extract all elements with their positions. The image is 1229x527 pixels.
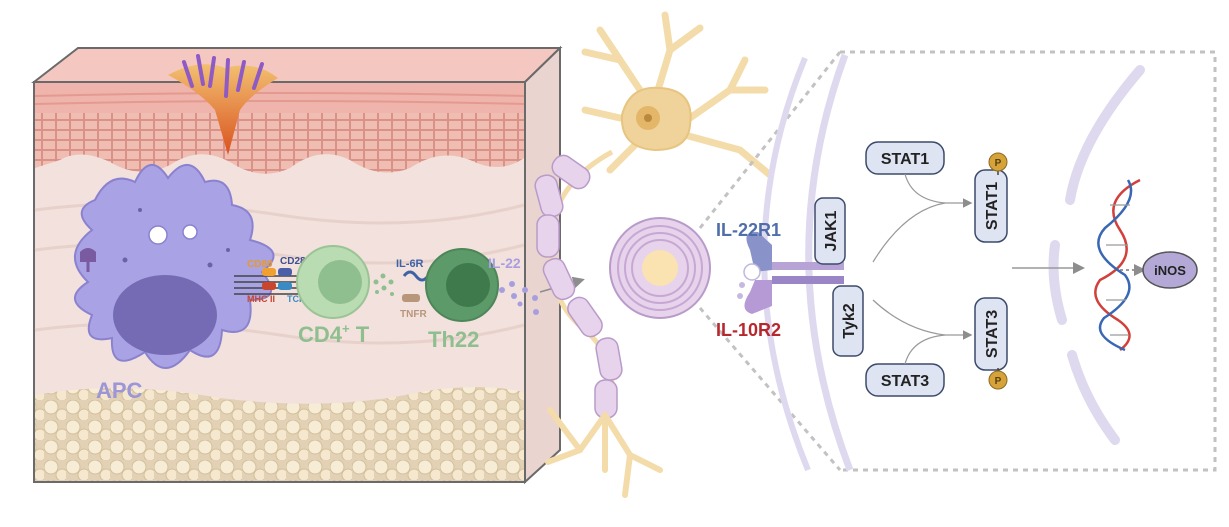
il10r2-label: IL-10R2	[716, 320, 781, 340]
cd28-label: CD28	[280, 256, 306, 267]
stat3-inactive-label: STAT3	[881, 373, 929, 390]
mhc-ii-label: MHC II	[247, 294, 275, 304]
stat1-inactive-box: STAT1	[865, 141, 945, 175]
cytokine-dots	[373, 273, 394, 296]
synapse-molecules	[234, 268, 300, 295]
tnfr-receptor-icon	[402, 294, 420, 302]
stat1-phospho-icon: P	[988, 152, 1008, 175]
stat1-inactive-label: STAT1	[881, 151, 929, 168]
il6r-label: IL-6R	[396, 258, 424, 270]
jak1-box: JAK1	[814, 197, 846, 265]
stat3-active-box: STAT3	[974, 297, 1008, 371]
cd4-t-cell	[296, 245, 370, 319]
il22-dots	[499, 281, 539, 315]
il6r-receptor-icon	[402, 270, 430, 282]
tnfr-label: TNFR	[400, 309, 427, 320]
cd4-t-label-suffix: T	[350, 322, 370, 347]
tcr-label: TCR	[287, 294, 306, 304]
stat3-inactive-box: STAT3	[865, 363, 945, 397]
stat1-active-box: STAT1	[974, 169, 1008, 243]
myelin-cross-section	[609, 217, 711, 319]
stat3-activation-arrow	[872, 299, 973, 365]
cd4-t-label-main: CD4	[298, 322, 343, 347]
stat1-phospho-label: P	[995, 158, 1002, 169]
dna-helix-icon	[1094, 178, 1141, 352]
tyk2-label: Tyk2	[841, 303, 858, 338]
il22-label: IL-22	[488, 255, 521, 271]
cd4-t-label: CD4+ T	[298, 321, 370, 347]
signaling-panel-frame	[761, 50, 1217, 472]
stat3-phospho-icon: P	[988, 368, 1008, 390]
antigen-icon	[80, 248, 96, 272]
inos-box: iNOS	[1142, 251, 1198, 289]
cd80-label: CD80	[247, 259, 273, 270]
stat3-phospho-label: P	[995, 376, 1002, 387]
apc-label: APC	[96, 378, 143, 403]
cd4-t-label-sup: +	[342, 321, 350, 336]
neuron	[534, 11, 774, 498]
jak1-label: JAK1	[823, 210, 840, 251]
inos-label: iNOS	[1154, 263, 1186, 278]
th22-cell	[425, 248, 499, 322]
tyk2-box: Tyk2	[832, 285, 864, 357]
stat3-active-label: STAT3	[984, 310, 1001, 358]
stat1-activation-arrow	[872, 173, 973, 263]
il22-receptor-complex	[737, 231, 844, 314]
wound-lesion	[168, 54, 278, 155]
stat1-active-label: STAT1	[984, 182, 1001, 230]
th22-label: Th22	[428, 327, 479, 352]
apc-cell	[73, 164, 275, 369]
zoom-line-top	[698, 51, 842, 229]
il22r1-label: IL-22R1	[716, 220, 781, 240]
